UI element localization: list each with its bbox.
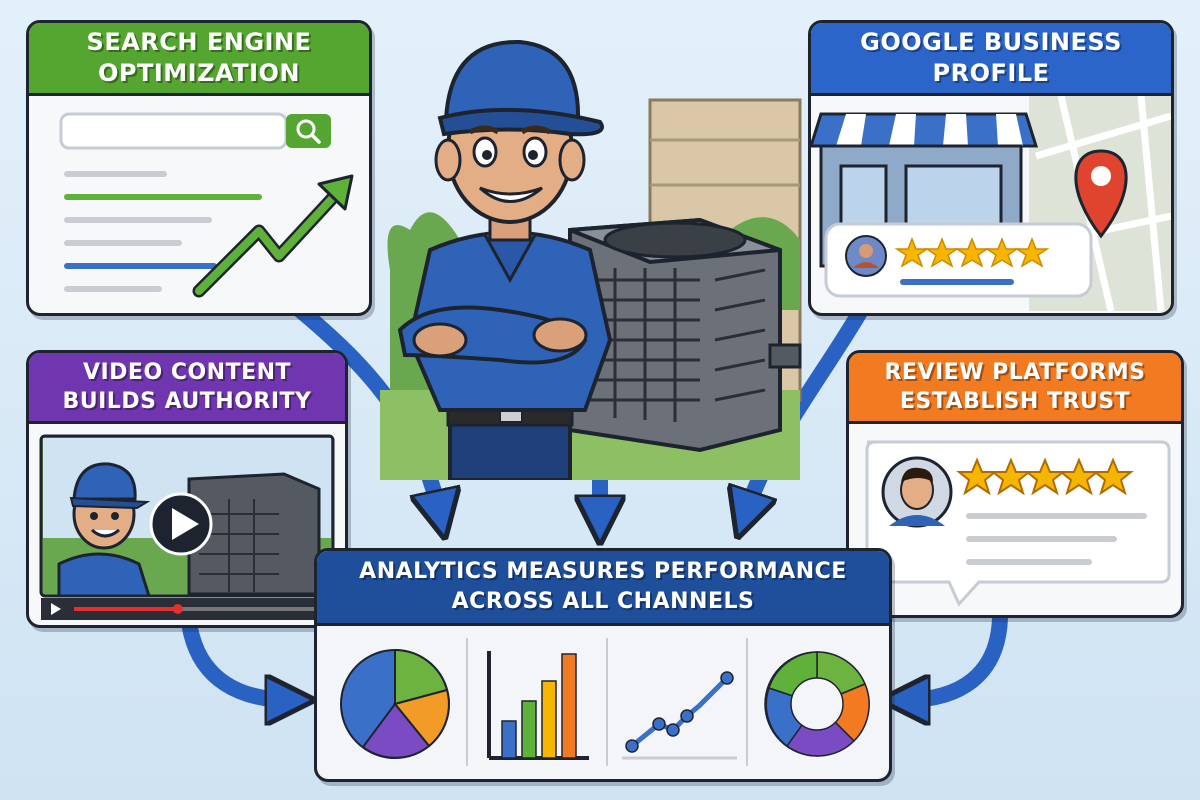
review-title: REVIEW PLATFORMS ESTABLISH TRUST (849, 353, 1181, 424)
result-lines (64, 171, 262, 292)
gbp-illustration (811, 96, 1171, 311)
hero-illustration (380, 39, 802, 480)
video-thumbnail-technician (57, 462, 152, 598)
video-scrubber[interactable] (172, 604, 183, 614)
star-icon (1058, 457, 1100, 496)
technician-illustration (397, 39, 613, 480)
star-icon (984, 236, 1020, 268)
avatar-icon (881, 456, 953, 528)
star-icon (956, 457, 998, 496)
video-panel: VIDEO CONTENT BUILDS AUTHORITY (26, 350, 348, 628)
star-rating (894, 236, 1050, 268)
play-icon[interactable] (149, 492, 213, 556)
analytics-charts (340, 638, 870, 766)
analytics-panel: ANALYTICS MEASURES PERFORMANCE ACROSS AL… (314, 548, 892, 782)
search-button (286, 114, 331, 148)
arrow-video-to-analytics (182, 620, 290, 700)
star-icon (990, 457, 1032, 496)
review-panel: REVIEW PLATFORMS ESTABLISH TRUST (846, 350, 1184, 618)
ac-unit-illustration (568, 217, 802, 453)
review-illustration (865, 440, 1171, 607)
rating-card (824, 222, 1093, 298)
seo-panel: SEARCH ENGINE OPTIMIZATION (26, 20, 372, 316)
bar-chart-icon (487, 651, 589, 760)
video-title: VIDEO CONTENT BUILDS AUTHORITY (29, 353, 345, 424)
star-icon (1024, 457, 1066, 496)
video-thumbnail-ac (187, 472, 321, 596)
star-icon (954, 236, 990, 268)
donut-chart-icon (764, 651, 870, 757)
avatar-icon (845, 235, 887, 277)
star-icon (1092, 457, 1134, 496)
search-bar (59, 112, 288, 150)
trend-arrow-icon (192, 174, 354, 298)
star-icon (894, 236, 930, 268)
search-icon (296, 119, 321, 144)
seo-title: SEARCH ENGINE OPTIMIZATION (29, 23, 369, 96)
pie-chart-icon (340, 648, 450, 759)
google-business-panel: GOOGLE BUSINESS PROFILE (808, 20, 1174, 316)
star-icon (1014, 236, 1050, 268)
star-rating (956, 457, 1134, 496)
line-chart-icon (622, 671, 737, 760)
video-player (39, 434, 335, 620)
play-small-icon[interactable] (51, 603, 61, 615)
arrow-review-to-analytics (905, 610, 1008, 700)
seo-illustration (59, 112, 354, 298)
star-icon (924, 236, 960, 268)
gbp-title: GOOGLE BUSINESS PROFILE (811, 23, 1171, 96)
analytics-title: ANALYTICS MEASURES PERFORMANCE ACROSS AL… (317, 551, 889, 626)
review-text-lines (966, 513, 1147, 565)
